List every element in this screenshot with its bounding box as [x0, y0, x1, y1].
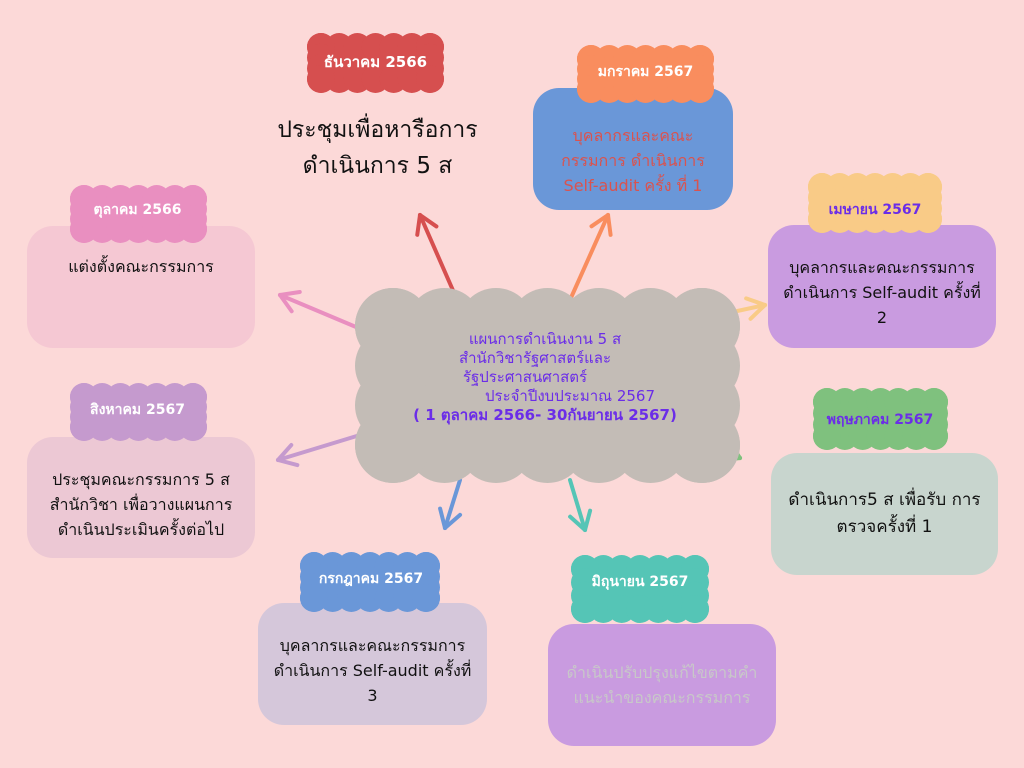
node-jan-box: บุคลากรและคณะกรรมการ ดำเนินการ Self-audi…	[533, 88, 733, 210]
node-jan-text: บุคลากรและคณะกรรมการ ดำเนินการ Self-audi…	[561, 125, 705, 195]
node-aug-box: ประชุมคณะกรรมการ 5 ส สำนักวิชา เพื่อวางแ…	[27, 437, 255, 558]
arrow-aug	[276, 433, 362, 468]
tag-aug: สิงหาคม 2567	[90, 402, 185, 418]
cloud-jul	[300, 552, 440, 612]
center-line-1: แผนการดำเนินงาน 5 ส	[468, 330, 622, 348]
tag-jun: มิถุนายน 2567	[591, 574, 689, 590]
tag-may: พฤษภาคม 2567	[826, 412, 934, 428]
node-jul-text: บุคลากรและคณะกรรมการ ดำเนินการ Self-audi…	[273, 635, 472, 705]
tag-oct: ตุลาคม 2566	[93, 202, 182, 218]
node-oct-box: แต่งตั้งคณะกรรมการ	[27, 226, 255, 348]
cloud-apr	[808, 173, 942, 233]
node-apr-text: บุคลากรและคณะกรรมการ ดำเนินการ Self-audi…	[783, 258, 981, 327]
node-may-text: ดำเนินการ5 ส เพื่อรับ การตรวจครั้งที่ 1	[788, 490, 981, 537]
arrow-dec	[415, 213, 457, 297]
cloud-aug	[70, 383, 207, 441]
center-title: แผนการดำเนินงาน 5 ส สำนักวิชารัฐศาสตร์แล…	[395, 330, 695, 425]
cloud-jan	[577, 45, 714, 103]
cloud-may	[813, 388, 948, 450]
tag-apr: เมษายน 2567	[828, 202, 922, 218]
node-dec-text-area: ประชุมเพื่อหารือการ ดำเนินการ 5 ส	[265, 110, 490, 186]
arrow-jul	[438, 478, 463, 530]
tag-jul: กรกฎาคม 2567	[318, 571, 424, 587]
node-may-box: ดำเนินการ5 ส เพื่อรับ การตรวจครั้งที่ 1	[771, 453, 998, 575]
node-jun-box: ดำเนินปรับปรุงแก้ไขตามคำ แนะนำของคณะกรรม…	[548, 624, 776, 746]
node-dec-text: ประชุมเพื่อหารือการ ดำเนินการ 5 ส	[277, 117, 478, 179]
cloud-jun	[571, 555, 709, 623]
center-line-2: สำนักวิชารัฐศาสตร์และ	[458, 349, 612, 367]
center-cloud	[355, 288, 740, 483]
center-line-4: ประจำปีงบประมาณ 2567	[484, 387, 656, 405]
node-oct-text: แต่งตั้งคณะกรรมการ	[68, 257, 214, 276]
cloud-oct	[70, 185, 207, 243]
center-line-3: รัฐประศาสนศาสตร์	[462, 368, 588, 386]
arrow-jun	[568, 478, 593, 532]
center-line-5: ( 1 ตุลาคม 2566- 30กันยายน 2567)	[413, 406, 677, 424]
tag-jan: มกราคม 2567	[597, 64, 694, 80]
cloud-dec	[307, 33, 444, 93]
node-jun-text: ดำเนินปรับปรุงแก้ไขตามคำ แนะนำของคณะกรรม…	[566, 663, 758, 707]
node-apr-box: บุคลากรและคณะกรรมการ ดำเนินการ Self-audi…	[768, 225, 996, 348]
node-aug-text: ประชุมคณะกรรมการ 5 ส สำนักวิชา เพื่อวางแ…	[49, 470, 233, 539]
arrow-jan	[568, 213, 613, 302]
node-jul-box: บุคลากรและคณะกรรมการ ดำเนินการ Self-audi…	[258, 603, 487, 725]
tag-dec: ธันวาคม 2566	[323, 53, 428, 71]
